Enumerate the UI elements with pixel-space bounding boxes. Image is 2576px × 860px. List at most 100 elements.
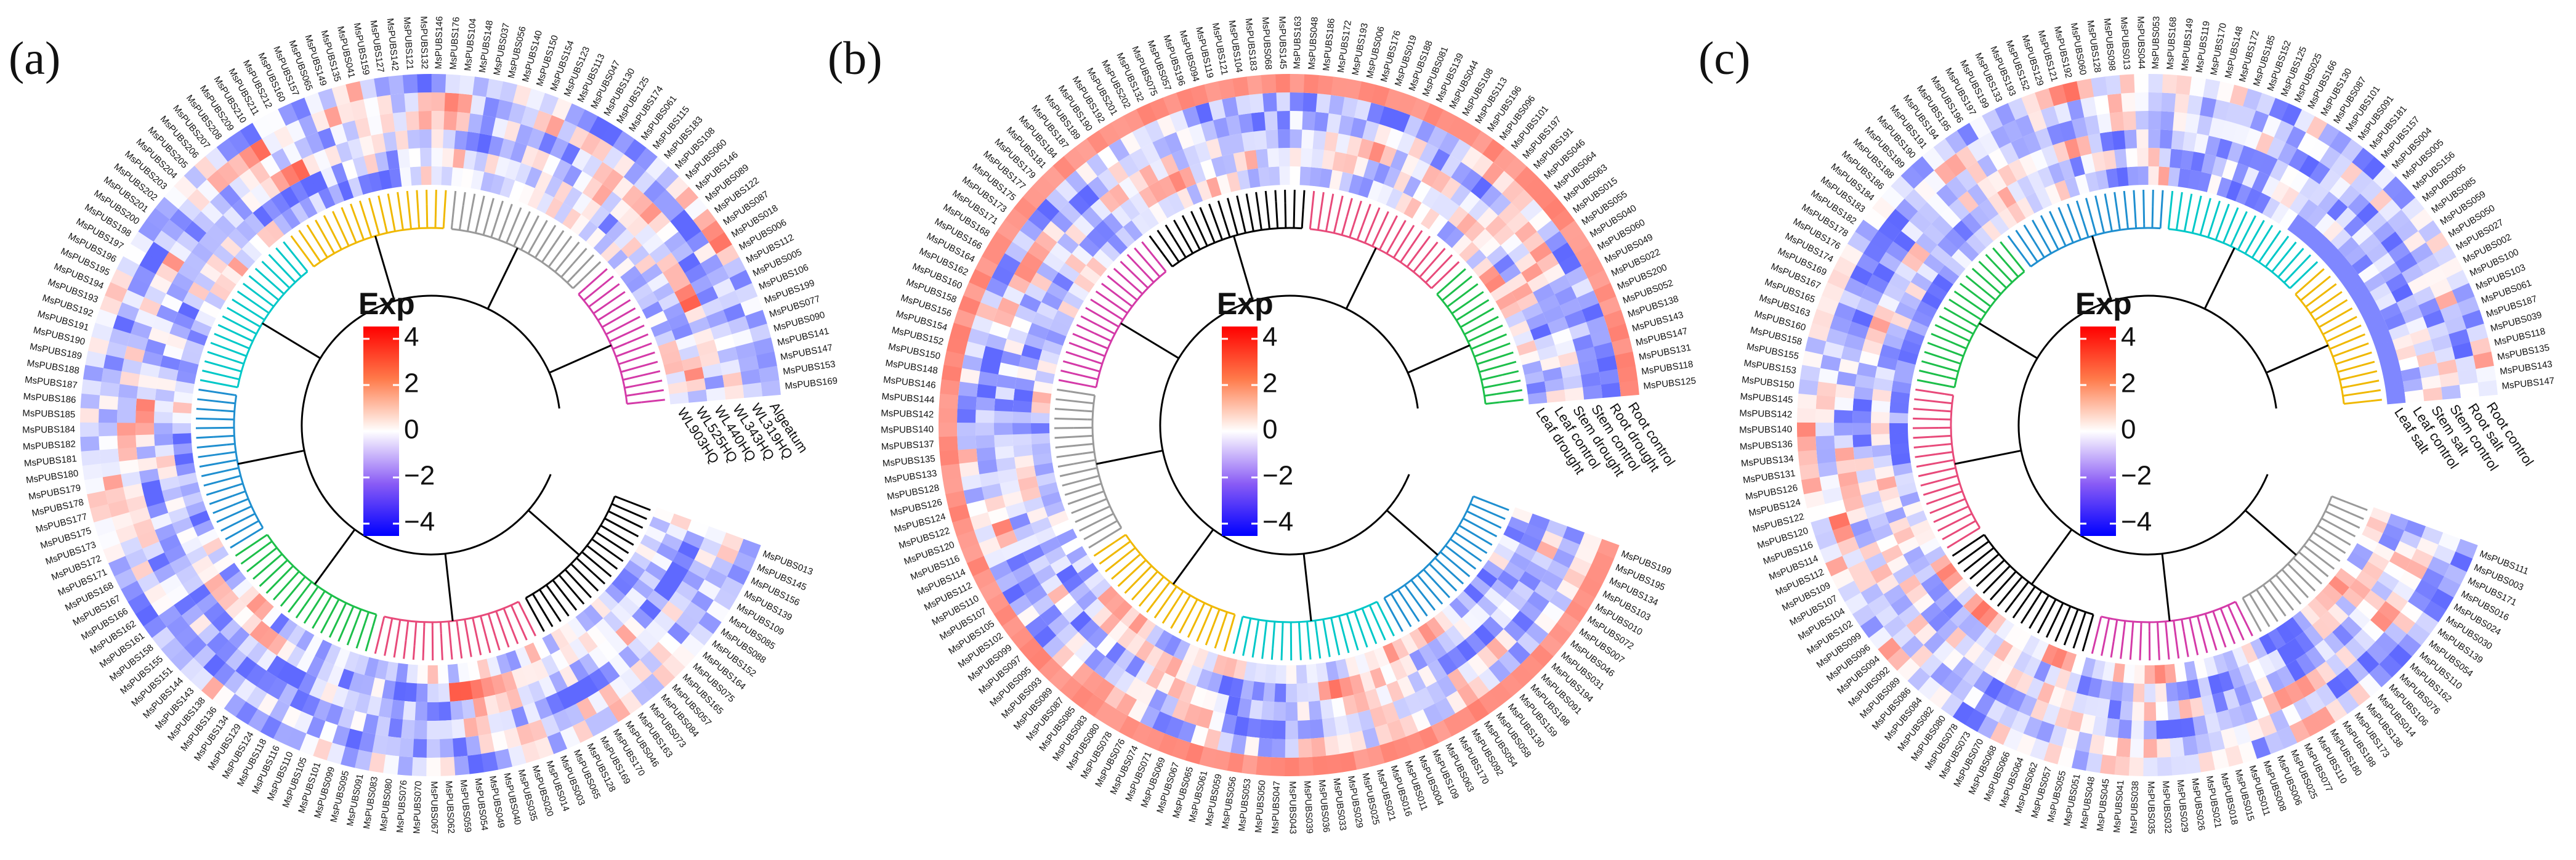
- heatmap-cell: [1314, 112, 1329, 132]
- heatmap-cell: [2423, 309, 2445, 328]
- heatmap-cell: [1817, 381, 1837, 397]
- heatmap-cell: [209, 282, 231, 301]
- heatmap-cell: [1464, 632, 1487, 654]
- heatmap-cell: [2295, 653, 2316, 676]
- tree-branch: [2165, 628, 2170, 660]
- heatmap-cell: [267, 677, 288, 700]
- heatmap-cell: [941, 364, 963, 382]
- heatmap-cell: [1118, 154, 1140, 177]
- tree-branch: [1961, 317, 1978, 328]
- tree-branch: [2183, 212, 2189, 232]
- heatmap-cell: [442, 148, 454, 168]
- heatmap-cell: [2455, 355, 2476, 373]
- heatmap-cell: [1247, 168, 1261, 189]
- heatmap-cell: [503, 727, 522, 749]
- heatmap-cell: [1908, 242, 1931, 263]
- heatmap-cell: [1382, 642, 1400, 664]
- heatmap-cell: [1046, 282, 1068, 301]
- heatmap-cell: [2197, 676, 2213, 697]
- heatmap-cell: [2105, 75, 2122, 95]
- heatmap-cell: [1984, 677, 2005, 700]
- heatmap-cell: [186, 546, 208, 565]
- heatmap-cell: [1974, 692, 1996, 716]
- heatmap-rings: [80, 74, 781, 776]
- heatmap-cell: [592, 184, 613, 206]
- tree-branch: [555, 583, 578, 611]
- heatmap-cell: [2370, 282, 2392, 302]
- heatmap-cell: [687, 389, 708, 403]
- heatmap-cell: [1822, 487, 1843, 505]
- heatmap-cell: [1871, 433, 1891, 446]
- tree-branch: [511, 628, 519, 644]
- heatmap-cell: [1099, 190, 1121, 213]
- heatmap-cell: [649, 516, 671, 533]
- tree-branch: [2088, 614, 2094, 631]
- heatmap-cell: [701, 220, 725, 243]
- heatmap-cell: [1065, 546, 1088, 565]
- heatmap-cell: [420, 147, 432, 167]
- heatmap-cell: [184, 165, 208, 189]
- heatmap-cell: [1823, 341, 1844, 359]
- heatmap-cell: [2077, 78, 2094, 100]
- heatmap-cell: [1302, 111, 1317, 131]
- heatmap-cell: [1097, 168, 1119, 192]
- heatmap-cell: [1472, 229, 1493, 250]
- heatmap-cell: [714, 334, 736, 352]
- heatmap-cell: [650, 552, 672, 572]
- gene-label: MsPUBS168: [2165, 17, 2178, 70]
- heatmap-cell: [1593, 342, 1615, 360]
- heatmap-cell: [2378, 601, 2400, 623]
- tree-branch: [1944, 307, 1963, 319]
- heatmap-cell: [564, 704, 585, 726]
- heatmap-cell: [354, 117, 371, 139]
- heatmap-cell: [1342, 694, 1359, 716]
- heatmap-cell: [1498, 599, 1520, 620]
- heatmap-cell: [997, 468, 1018, 484]
- heatmap-cell: [127, 277, 150, 298]
- heatmap-cell: [1032, 312, 1054, 330]
- heatmap-cell: [1451, 161, 1472, 185]
- tree-branch: [1255, 619, 1260, 635]
- heatmap-cell: [201, 201, 224, 224]
- tree-branch: [1942, 524, 1969, 540]
- heatmap-cell: [1048, 510, 1069, 527]
- heatmap-cell: [225, 598, 246, 619]
- heatmap-cell: [1004, 241, 1028, 263]
- tree-branch: [1223, 612, 1229, 622]
- tree-branch: [1057, 463, 1075, 468]
- heatmap-cell: [602, 169, 624, 192]
- heatmap-cell: [745, 309, 767, 330]
- heatmap-cell: [1087, 176, 1109, 199]
- heatmap-cell: [248, 708, 270, 732]
- tree-branch: [1073, 459, 1096, 465]
- tree-branch: [2321, 517, 2328, 523]
- heatmap-cell: [586, 625, 607, 647]
- heatmap-cell: [172, 412, 192, 424]
- tree-branch: [576, 557, 594, 574]
- tree-branch: [220, 409, 235, 413]
- tree-branch: [1403, 584, 1410, 592]
- heatmap-cell: [647, 272, 669, 293]
- heatmap-cell: [525, 166, 543, 189]
- heatmap-cell: [224, 670, 246, 694]
- heatmap-cell: [2182, 736, 2198, 756]
- tree-branch: [2326, 511, 2360, 529]
- tree-branch: [1141, 241, 1158, 262]
- heatmap-cell: [515, 124, 533, 146]
- heatmap-cell: [1511, 282, 1533, 302]
- heatmap-cell: [1427, 126, 1448, 149]
- heatmap-cell: [467, 660, 481, 681]
- heatmap-cell: [716, 244, 740, 266]
- tree-branch: [490, 217, 499, 238]
- heatmap-cell: [2035, 88, 2054, 110]
- heatmap-cell: [188, 282, 210, 301]
- heatmap-cell: [1270, 757, 1285, 776]
- legend-tick-label: −4: [2121, 507, 2152, 537]
- tree-arc: [2101, 601, 2236, 623]
- heatmap-cell: [452, 737, 468, 757]
- heatmap-cell: [1436, 675, 1458, 698]
- heatmap-cell: [2433, 244, 2457, 266]
- heatmap-cell: [184, 339, 205, 355]
- tree-branch: [566, 583, 585, 605]
- heatmap-cell: [977, 383, 997, 399]
